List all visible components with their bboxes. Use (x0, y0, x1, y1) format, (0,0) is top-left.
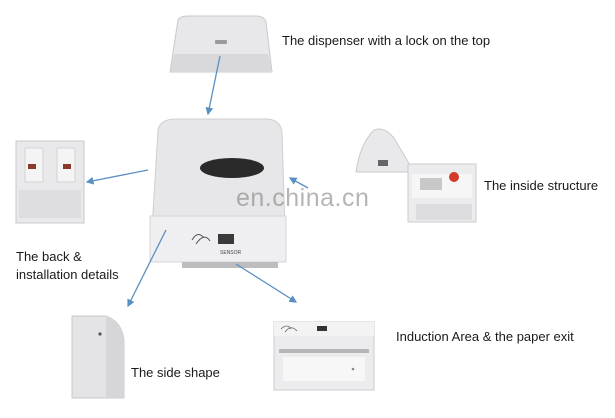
induction-area-image (273, 321, 375, 391)
watermark-band (0, 176, 615, 218)
label-side: The side shape (131, 365, 220, 380)
label-back-line2: installation details (16, 267, 119, 282)
arrow-induction (235, 263, 298, 303)
label-inside: The inside structure (484, 178, 599, 193)
arrow-side (127, 229, 167, 308)
hand-icon (191, 234, 211, 245)
watermark-text: en.china.cn (236, 184, 370, 212)
sensor-window (218, 234, 234, 244)
back-panel-image (15, 140, 85, 224)
label-induction: Induction Area & the paper exit (396, 329, 574, 344)
top-lid-image (169, 15, 273, 73)
inside-structure-image (355, 128, 477, 223)
lock-icon (215, 40, 227, 44)
arrow-inside (288, 177, 309, 189)
dispenser-main-image: SENSOR (149, 118, 287, 268)
viewing-window (200, 158, 264, 178)
sensor-label: SENSOR (220, 250, 242, 256)
label-back-line1: The back & (16, 249, 82, 264)
label-top: The dispenser with a lock on the top (282, 33, 491, 48)
arrow-back (85, 169, 149, 185)
side-shape-image (71, 315, 125, 399)
arrow-top (205, 55, 221, 116)
